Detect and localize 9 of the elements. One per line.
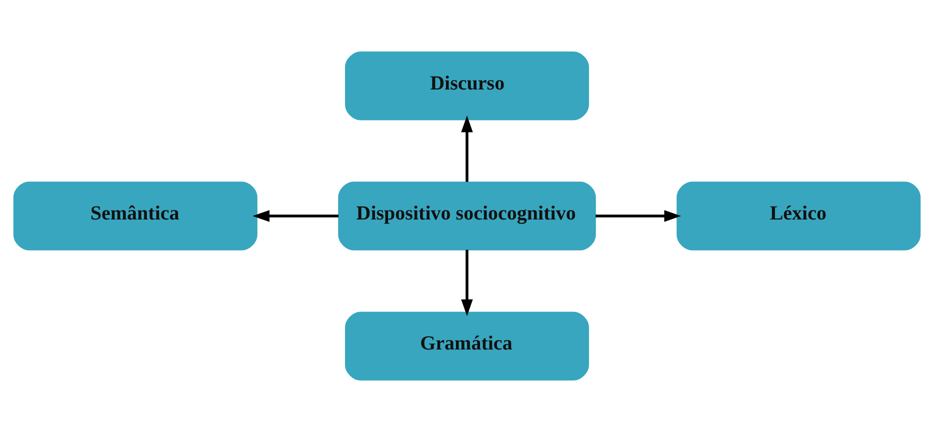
node-box: Léxico <box>676 182 920 250</box>
arrow <box>460 250 472 316</box>
node-box: Discurso <box>344 51 588 120</box>
arrow <box>460 115 472 182</box>
node-box: Gramática <box>344 312 588 381</box>
node-box: Semântica <box>12 182 257 250</box>
arrow <box>252 210 338 222</box>
arrow <box>595 210 681 222</box>
node-box: Dispositivo sociocognitivo <box>338 182 596 250</box>
